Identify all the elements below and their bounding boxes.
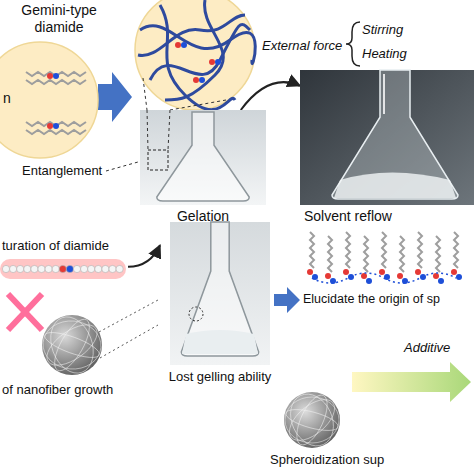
node-text: Spheroidization sup: [270, 452, 420, 468]
curved-arrow: [128, 245, 160, 267]
cut-label: n: [3, 90, 11, 107]
molecule-circle: Gemini-type diamide: [0, 0, 120, 160]
photo-panel: Solvent reflow: [300, 70, 474, 228]
molecule-chains: [307, 232, 462, 284]
additive-arrow: [352, 362, 471, 402]
sphere-panel: Spheroidization sup: [270, 388, 420, 474]
node-text: Lost gelling ability: [160, 369, 280, 385]
caption-label: of nanofiber growth: [2, 382, 113, 398]
photo-panel: Gelation: [140, 110, 266, 228]
block-arrow: [98, 72, 132, 122]
goal-label: Elucidate the origin of sp: [303, 292, 440, 307]
diamide-bar: turation of diamide: [0, 238, 128, 286]
entanglement-circle: [135, 0, 255, 110]
method-label: Heating: [362, 46, 407, 62]
photo-panel-art: [160, 222, 280, 388]
brace: [346, 22, 360, 66]
cross-mark: [8, 294, 42, 330]
additive-label: Additive: [404, 340, 450, 356]
block-arrow: [274, 287, 300, 313]
force-label: External force: [262, 38, 342, 54]
nanofiber-sphere: [40, 311, 104, 379]
photo-panel-art: [300, 70, 474, 228]
node-text: Solvent reflow: [304, 208, 472, 225]
dotted-leaders: [99, 300, 158, 358]
node-text: Gemini-type diamide: [0, 2, 118, 36]
curved-arrow: [241, 82, 300, 110]
callout-label: Entanglement: [22, 163, 102, 179]
node-text: turation of diamide: [2, 238, 126, 254]
photo-panel: Lost gelling ability: [160, 222, 280, 388]
method-label: Stirring: [362, 22, 403, 38]
